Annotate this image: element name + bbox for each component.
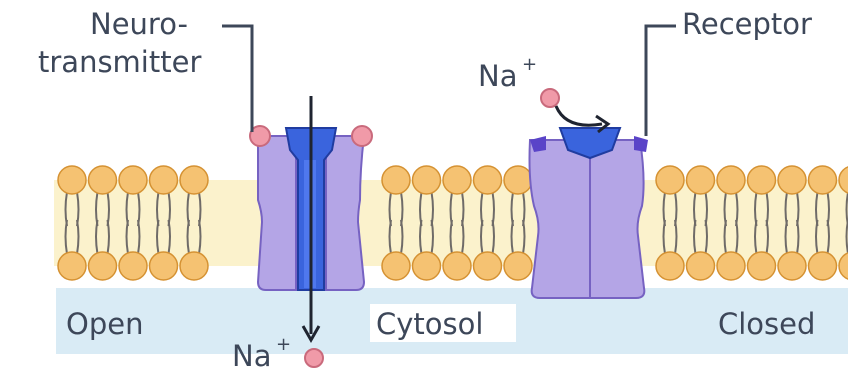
sodium-label-top: Na bbox=[478, 59, 517, 93]
neurotransmitter-label-line1: Neuro- bbox=[90, 7, 188, 41]
lipid-head bbox=[656, 252, 684, 280]
bound-neurotransmitter-right bbox=[352, 126, 372, 146]
lipid-head bbox=[687, 166, 715, 194]
sodium-charge-top: + bbox=[522, 54, 537, 75]
lipid-head bbox=[180, 166, 208, 194]
lipid-head bbox=[748, 252, 776, 280]
lipid-head bbox=[748, 166, 776, 194]
lipid-head bbox=[58, 166, 86, 194]
lipid-head bbox=[809, 166, 837, 194]
closed-receptor-site-right bbox=[634, 136, 648, 152]
lipid-head bbox=[474, 252, 502, 280]
lipid-head bbox=[443, 166, 471, 194]
lipid-head bbox=[717, 166, 745, 194]
lipid-head bbox=[809, 252, 837, 280]
lipid-head bbox=[119, 252, 147, 280]
lipid-head bbox=[150, 166, 178, 194]
lipid-head bbox=[382, 252, 410, 280]
closed-channel-right-subunit bbox=[590, 140, 644, 298]
lipid-head bbox=[413, 166, 441, 194]
sodium-label-bottom: Na bbox=[232, 339, 271, 373]
lipid-head bbox=[504, 166, 532, 194]
released-sodium-ion bbox=[305, 349, 323, 367]
lipid-head bbox=[382, 166, 410, 194]
lipid-head bbox=[687, 252, 715, 280]
lipid-head bbox=[474, 166, 502, 194]
receptor-label: Receptor bbox=[682, 7, 812, 41]
lipid-head bbox=[778, 166, 806, 194]
lipid-head bbox=[717, 252, 745, 280]
lipid-head bbox=[89, 166, 117, 194]
blocked-sodium-ion bbox=[541, 89, 559, 107]
lipid-head bbox=[119, 166, 147, 194]
lipid-head bbox=[413, 252, 441, 280]
lipid-head bbox=[778, 252, 806, 280]
open-channel-left-subunit bbox=[258, 136, 296, 290]
lipid-head bbox=[656, 166, 684, 194]
lipid-head bbox=[150, 252, 178, 280]
lipid-head bbox=[58, 252, 86, 280]
closed-label: Closed bbox=[718, 307, 815, 341]
lipid-head bbox=[180, 252, 208, 280]
cytosol-label: Cytosol bbox=[376, 307, 483, 341]
neurotransmitter-leader-line bbox=[222, 26, 252, 132]
lipid-head bbox=[89, 252, 117, 280]
sodium-charge-bottom: + bbox=[276, 334, 291, 355]
closed-channel bbox=[530, 89, 649, 298]
closed-channel-left-subunit bbox=[530, 140, 591, 298]
lipid-head bbox=[443, 252, 471, 280]
blocked-ion-arrow bbox=[556, 106, 602, 125]
open-channel-right-subunit bbox=[326, 136, 364, 290]
neurotransmitter-label-line2: transmitter bbox=[38, 45, 201, 79]
lipid-head bbox=[504, 252, 532, 280]
receptor-leader-line bbox=[646, 26, 676, 136]
open-label: Open bbox=[66, 307, 143, 341]
